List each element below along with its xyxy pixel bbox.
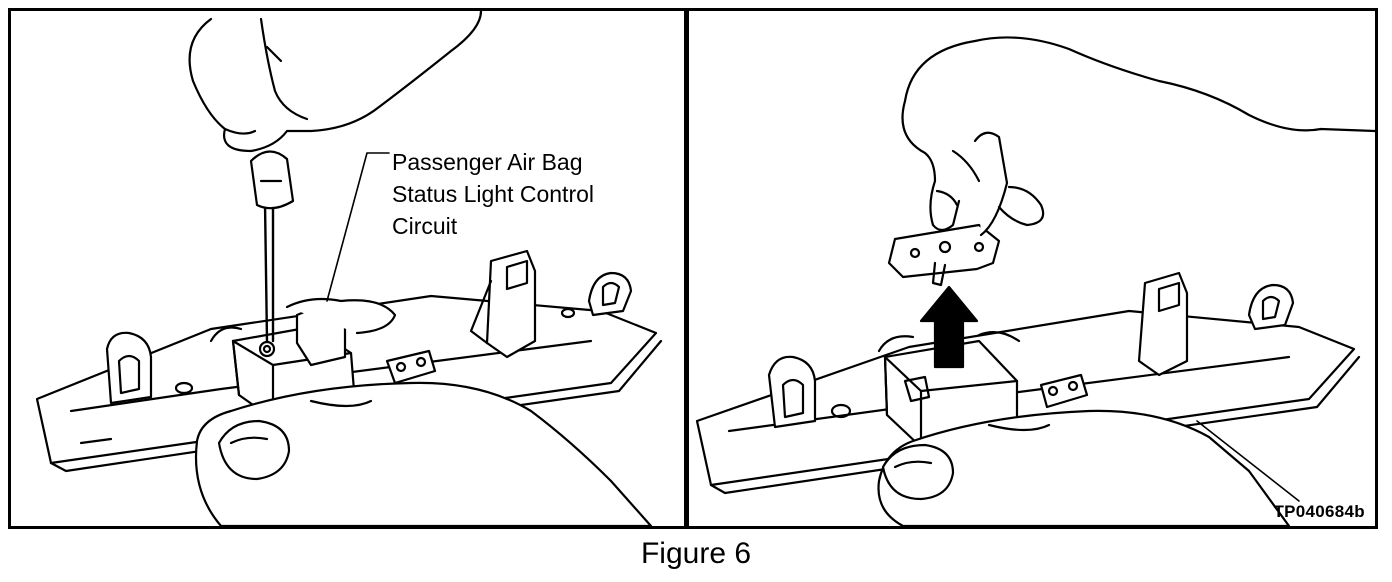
callout-leader <box>326 152 390 302</box>
screwdriver-removal-illustration <box>35 11 663 526</box>
right-clip <box>587 271 633 317</box>
callout-line-1: Passenger Air Bag <box>392 149 583 175</box>
upper-hand <box>188 11 483 153</box>
upper-hand <box>903 36 1375 133</box>
callout-line-3: Circuit <box>392 213 458 239</box>
up-arrow-icon <box>919 285 979 369</box>
leader-line <box>1196 420 1300 502</box>
right-illustration-panel: TP040684b <box>686 8 1378 529</box>
left-illustration-panel: Passenger Air Bag Status Light Control C… <box>8 8 687 529</box>
lower-hand <box>877 409 1291 526</box>
screwdriver-shaft <box>263 201 269 343</box>
right-clip <box>1247 283 1295 331</box>
figure-code: TP040684b <box>1273 502 1365 521</box>
callout-label: Passenger Air Bag Status Light Control C… <box>392 146 594 242</box>
lower-hand <box>194 381 653 526</box>
screwdriver-handle <box>249 150 295 210</box>
left-clip <box>105 331 153 405</box>
trim-bracket <box>695 309 1356 487</box>
callout-line-2: Status Light Control <box>392 181 595 207</box>
tall-tab <box>1137 271 1189 377</box>
module-lift-illustration <box>695 36 1375 526</box>
figure-caption: Figure 6 <box>640 537 752 570</box>
